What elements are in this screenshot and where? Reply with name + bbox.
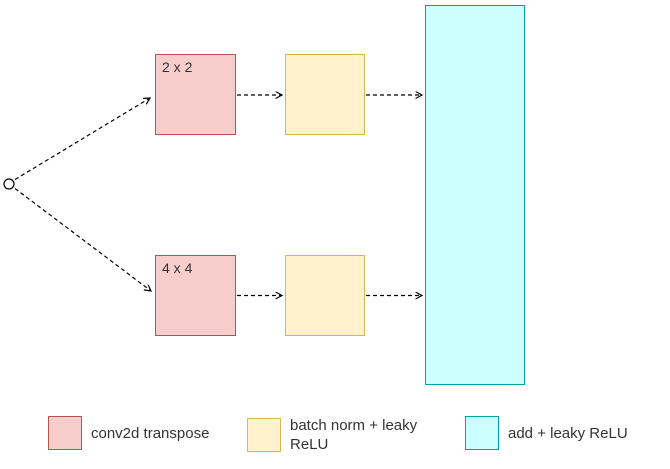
legend-label: conv2d transpose <box>91 424 210 442</box>
legend-label: add + leaky ReLU <box>508 424 628 442</box>
batchnorm-swatch <box>247 418 281 452</box>
conv2d-transpose-node-2x2: 2 x 2 <box>155 54 236 135</box>
batchnorm-node-top <box>285 54 365 135</box>
batchnorm-node-bottom <box>285 255 365 336</box>
legend-item-conv2d-transpose: conv2d transpose <box>48 416 209 450</box>
input-node <box>3 178 15 190</box>
conv2d-transpose-node-4x4: 4 x 4 <box>155 255 236 336</box>
conv2d-transpose-swatch <box>48 416 82 450</box>
kernel-size-label: 4 x 4 <box>162 260 193 276</box>
add-swatch <box>465 416 499 450</box>
add-leaky-relu-node <box>425 5 525 385</box>
legend-label: batch norm + leaky ReLU <box>290 417 418 453</box>
legend-item-batchnorm: batch norm + leaky ReLU <box>247 416 442 454</box>
arrow-input-to-conv-4x4 <box>14 188 151 292</box>
legend-item-add: add + leaky ReLU <box>465 416 628 450</box>
kernel-size-label: 2 x 2 <box>162 59 193 75</box>
arrow-input-to-conv-2x2 <box>14 98 150 181</box>
